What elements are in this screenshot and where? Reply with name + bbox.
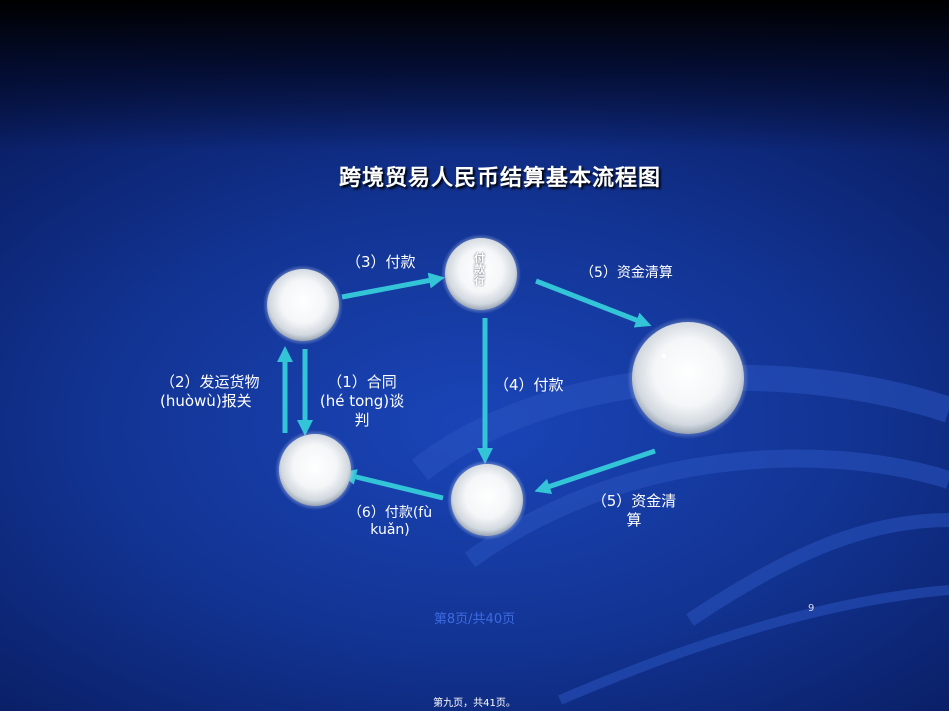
label-step2-line1: （2）发运货物 [160,373,260,391]
label-step1-line1: （1）合同 [327,373,397,391]
label-step5-bottom: （5）资金清 算 [584,492,684,530]
label-step1-line2: (hé tong)谈 [319,392,405,410]
node-bottom-center [447,460,527,540]
footer-page-count: 第8页/共40页 [433,612,516,627]
arrow-step3 [341,272,445,300]
slide-number: 9 [808,603,815,614]
arrow-step5-top [535,278,652,328]
label-step5-bottom-line1: （5）资金清 [591,492,677,510]
node-pay-bank [441,234,521,314]
arrow-step5-bottom [534,448,656,495]
footer-page-total: 第九页，共41页。 [433,698,516,709]
label-step2-line2: (huòwù)报关 [160,392,252,410]
label-step1-line3: 判 [354,411,370,429]
node-right [627,317,749,439]
label-step5-bottom-line2: 算 [626,511,642,529]
node-top-left [263,265,343,345]
label-step5-top: （5）资金清算 [580,265,673,281]
label-step6: （6）付款(fù kuǎn) [340,505,440,539]
arrow-step6 [340,469,444,501]
diagram-title: 跨境贸易人民币结算基本流程图 [338,165,661,191]
label-step6-line1: （6）付款(fù [347,505,433,521]
label-step4: （4）付款 [494,376,564,394]
arrows [276,272,656,501]
label-step6-line2: kuǎn) [370,522,410,538]
label-step3: （3）付款 [346,253,416,271]
node-bottom-left [275,430,355,510]
node-label-pay-bank: 付款行 [474,252,485,287]
label-step2: （2）发运货物 (huòwù)报关 [160,373,260,411]
label-step1: （1）合同 (hé tong)谈 判 [310,373,414,430]
